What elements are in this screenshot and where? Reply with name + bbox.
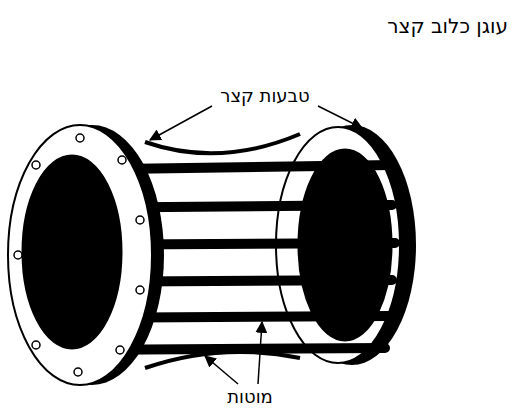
- left-short-ring: [8, 125, 164, 385]
- leader-arrows: [150, 106, 362, 384]
- part-label: טבעות קצר: [217, 85, 312, 107]
- part-label: מוטות: [224, 386, 276, 408]
- diagram-title: עוגן כלוב קצר: [387, 14, 508, 38]
